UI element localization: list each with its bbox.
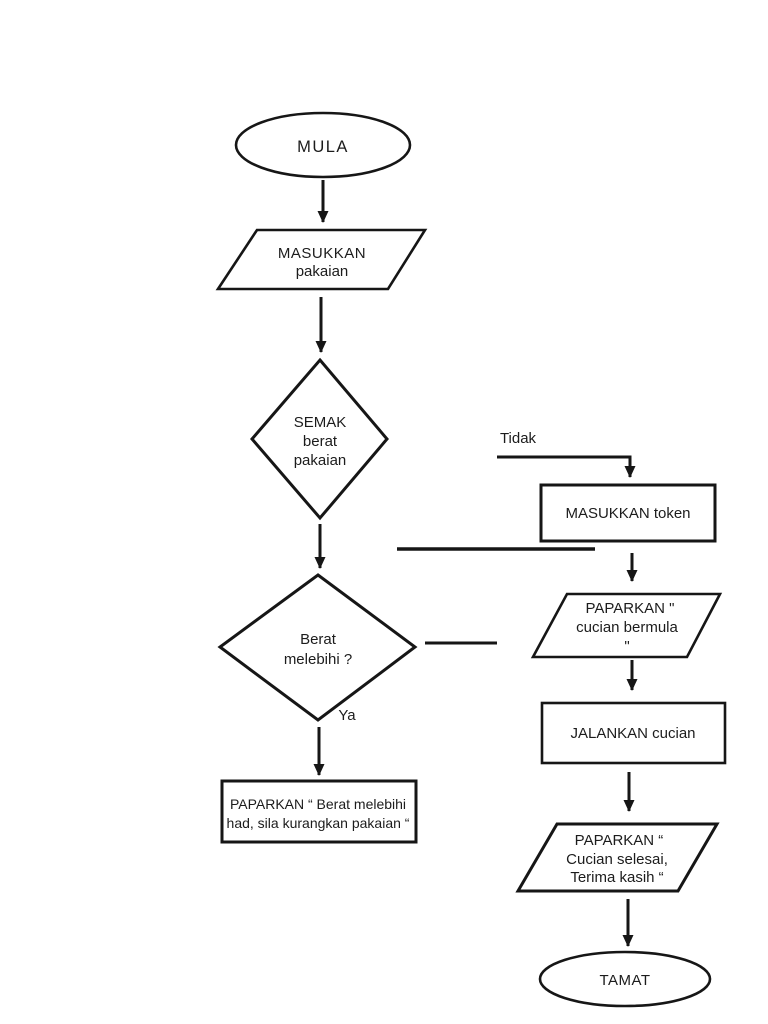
paparkan-bermula-line3: " xyxy=(624,638,629,655)
paparkan-bermula-parallelogram xyxy=(530,592,723,659)
paparkan-selesai-parallelogram xyxy=(515,822,720,893)
branch-label-tidak: Tidak xyxy=(500,430,537,447)
paparkan-bermula-line1: PAPARKAN " xyxy=(586,600,675,617)
semak-berat-line2: berat xyxy=(303,433,338,450)
semak-berat-line1: SEMAK xyxy=(294,414,347,431)
start-terminator xyxy=(234,111,412,179)
berat-melebihi-line2: melebihi ? xyxy=(284,651,352,668)
end-label: TAMAT xyxy=(599,972,650,989)
paparkan-had-process-box xyxy=(220,779,418,844)
paparkan-selesai-line3: Terima kasih “ xyxy=(570,869,663,886)
paparkan-had-line1: PAPARKAN “ Berat melebihi xyxy=(230,796,406,812)
branch-label-ya: Ya xyxy=(338,707,356,724)
jalankan-cucian-process-box xyxy=(540,701,727,765)
semak-berat-decision-diamond xyxy=(250,357,389,521)
semak-berat-line3: pakaian xyxy=(294,452,347,469)
berat-melebihi-line1: Berat xyxy=(300,631,337,648)
paparkan-bermula-line2: cucian bermula xyxy=(576,619,678,636)
berat-melebihi-decision-diamond xyxy=(217,573,418,722)
jalankan-cucian-label: JALANKAN cucian xyxy=(570,725,695,742)
masukkan-token-process-box xyxy=(539,483,717,543)
input-pakaian-line1: MASUKKAN xyxy=(278,245,366,262)
masukkan-token-label: MASUKKAN token xyxy=(565,505,690,522)
paparkan-had-line2: had, sila kurangkan pakaian “ xyxy=(227,815,410,831)
connector-tidak-to-token xyxy=(497,455,636,478)
input-pakaian-parallelogram xyxy=(215,228,428,291)
paparkan-selesai-line1: PAPARKAN “ xyxy=(575,832,664,849)
end-terminator xyxy=(538,950,712,1008)
start-label: MULA xyxy=(297,138,349,156)
input-pakaian-line2: pakaian xyxy=(296,263,349,280)
paparkan-selesai-line2: Cucian selesai, xyxy=(566,851,668,868)
